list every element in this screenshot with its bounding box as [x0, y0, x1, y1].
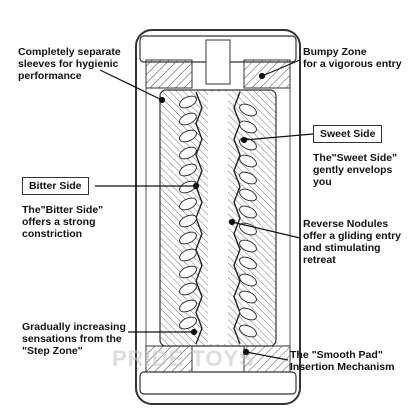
callout-line: you	[313, 176, 332, 188]
callout-bumpy-zone: Bumpy Zone for a vigorous entry	[303, 46, 402, 70]
nodule-right	[239, 273, 257, 287]
nodule-right	[239, 103, 257, 117]
nodule-left	[179, 231, 197, 245]
nodule-right	[239, 239, 257, 253]
callout-line: offers a strong	[22, 216, 96, 228]
nodule-left	[179, 316, 197, 330]
callout-line: retreat	[303, 254, 336, 266]
callout-separate-sleeves: Completely separate sleeves for hygienic…	[18, 46, 121, 82]
watermark: PRIDE TOYS	[112, 346, 255, 371]
sweet-side-tag: Sweet Side	[313, 125, 383, 143]
callout-smooth-pad: The "Smooth Pad" Insertion Mechanism	[290, 349, 394, 373]
nodule-right	[239, 154, 257, 168]
callout-line: "Step Zone"	[22, 345, 83, 357]
callout-line: The "Smooth Pad"	[290, 349, 383, 361]
bitter-side-tag: Bitter Side	[22, 177, 89, 195]
callout-line: Completely separate	[18, 46, 121, 58]
nodule-left	[179, 214, 197, 228]
nodule-left	[179, 248, 197, 262]
callout-line: Gradually increasing	[22, 321, 126, 333]
nodule-left	[179, 163, 197, 177]
outer-casing	[135, 29, 301, 405]
callout-line: for a vigorous entry	[303, 58, 402, 70]
callout-line: Bumpy Zone	[303, 46, 367, 58]
nodule-right	[239, 205, 257, 219]
bottom-cap	[139, 371, 297, 395]
callout-line: sensations from the	[22, 333, 122, 345]
nodule-right	[239, 171, 257, 185]
callout-bitter-side: The"Bitter Side" offers a strong constri…	[22, 204, 103, 240]
channel-right-wall	[233, 91, 241, 345]
nodule-left	[179, 112, 197, 126]
callout-step-zone: Gradually increasing sensations from the…	[22, 321, 126, 357]
callout-line: gently envelops	[313, 164, 393, 176]
nodule-left	[179, 146, 197, 160]
channel-opening	[208, 92, 228, 344]
nodule-right	[239, 324, 257, 338]
callout-line: performance	[18, 70, 82, 82]
top-slot	[205, 39, 231, 85]
callout-line: Insertion Mechanism	[290, 361, 395, 373]
nodule-left	[179, 95, 197, 109]
top-cap-left-block	[145, 59, 193, 89]
nodule-left	[179, 282, 197, 296]
nodule-left	[179, 129, 197, 143]
callout-line: constriction	[22, 228, 83, 240]
callout-line: sleeves for hygienic	[18, 58, 119, 70]
callout-line: and stimulating	[303, 242, 381, 254]
nodule-left	[179, 299, 197, 313]
nodule-right	[239, 307, 257, 321]
top-cap-right-block	[243, 59, 291, 89]
nodule-right	[239, 188, 257, 202]
nodule-left	[179, 197, 197, 211]
nodule-right	[239, 256, 257, 270]
callout-line: Reverse Nodules	[303, 218, 389, 230]
callout-line: The"Sweet Side"	[313, 152, 398, 164]
callout-line: offer a gliding entry	[303, 230, 402, 242]
callout-reverse-nodules: Reverse Nodules offer a gliding entry an…	[303, 218, 401, 266]
nodule-right	[239, 290, 257, 304]
nodule-left	[179, 265, 197, 279]
callout-sweet-side: The"Sweet Side" gently envelops you	[313, 152, 397, 188]
callout-line: The"Bitter Side"	[22, 204, 104, 216]
nodule-right	[239, 120, 257, 134]
